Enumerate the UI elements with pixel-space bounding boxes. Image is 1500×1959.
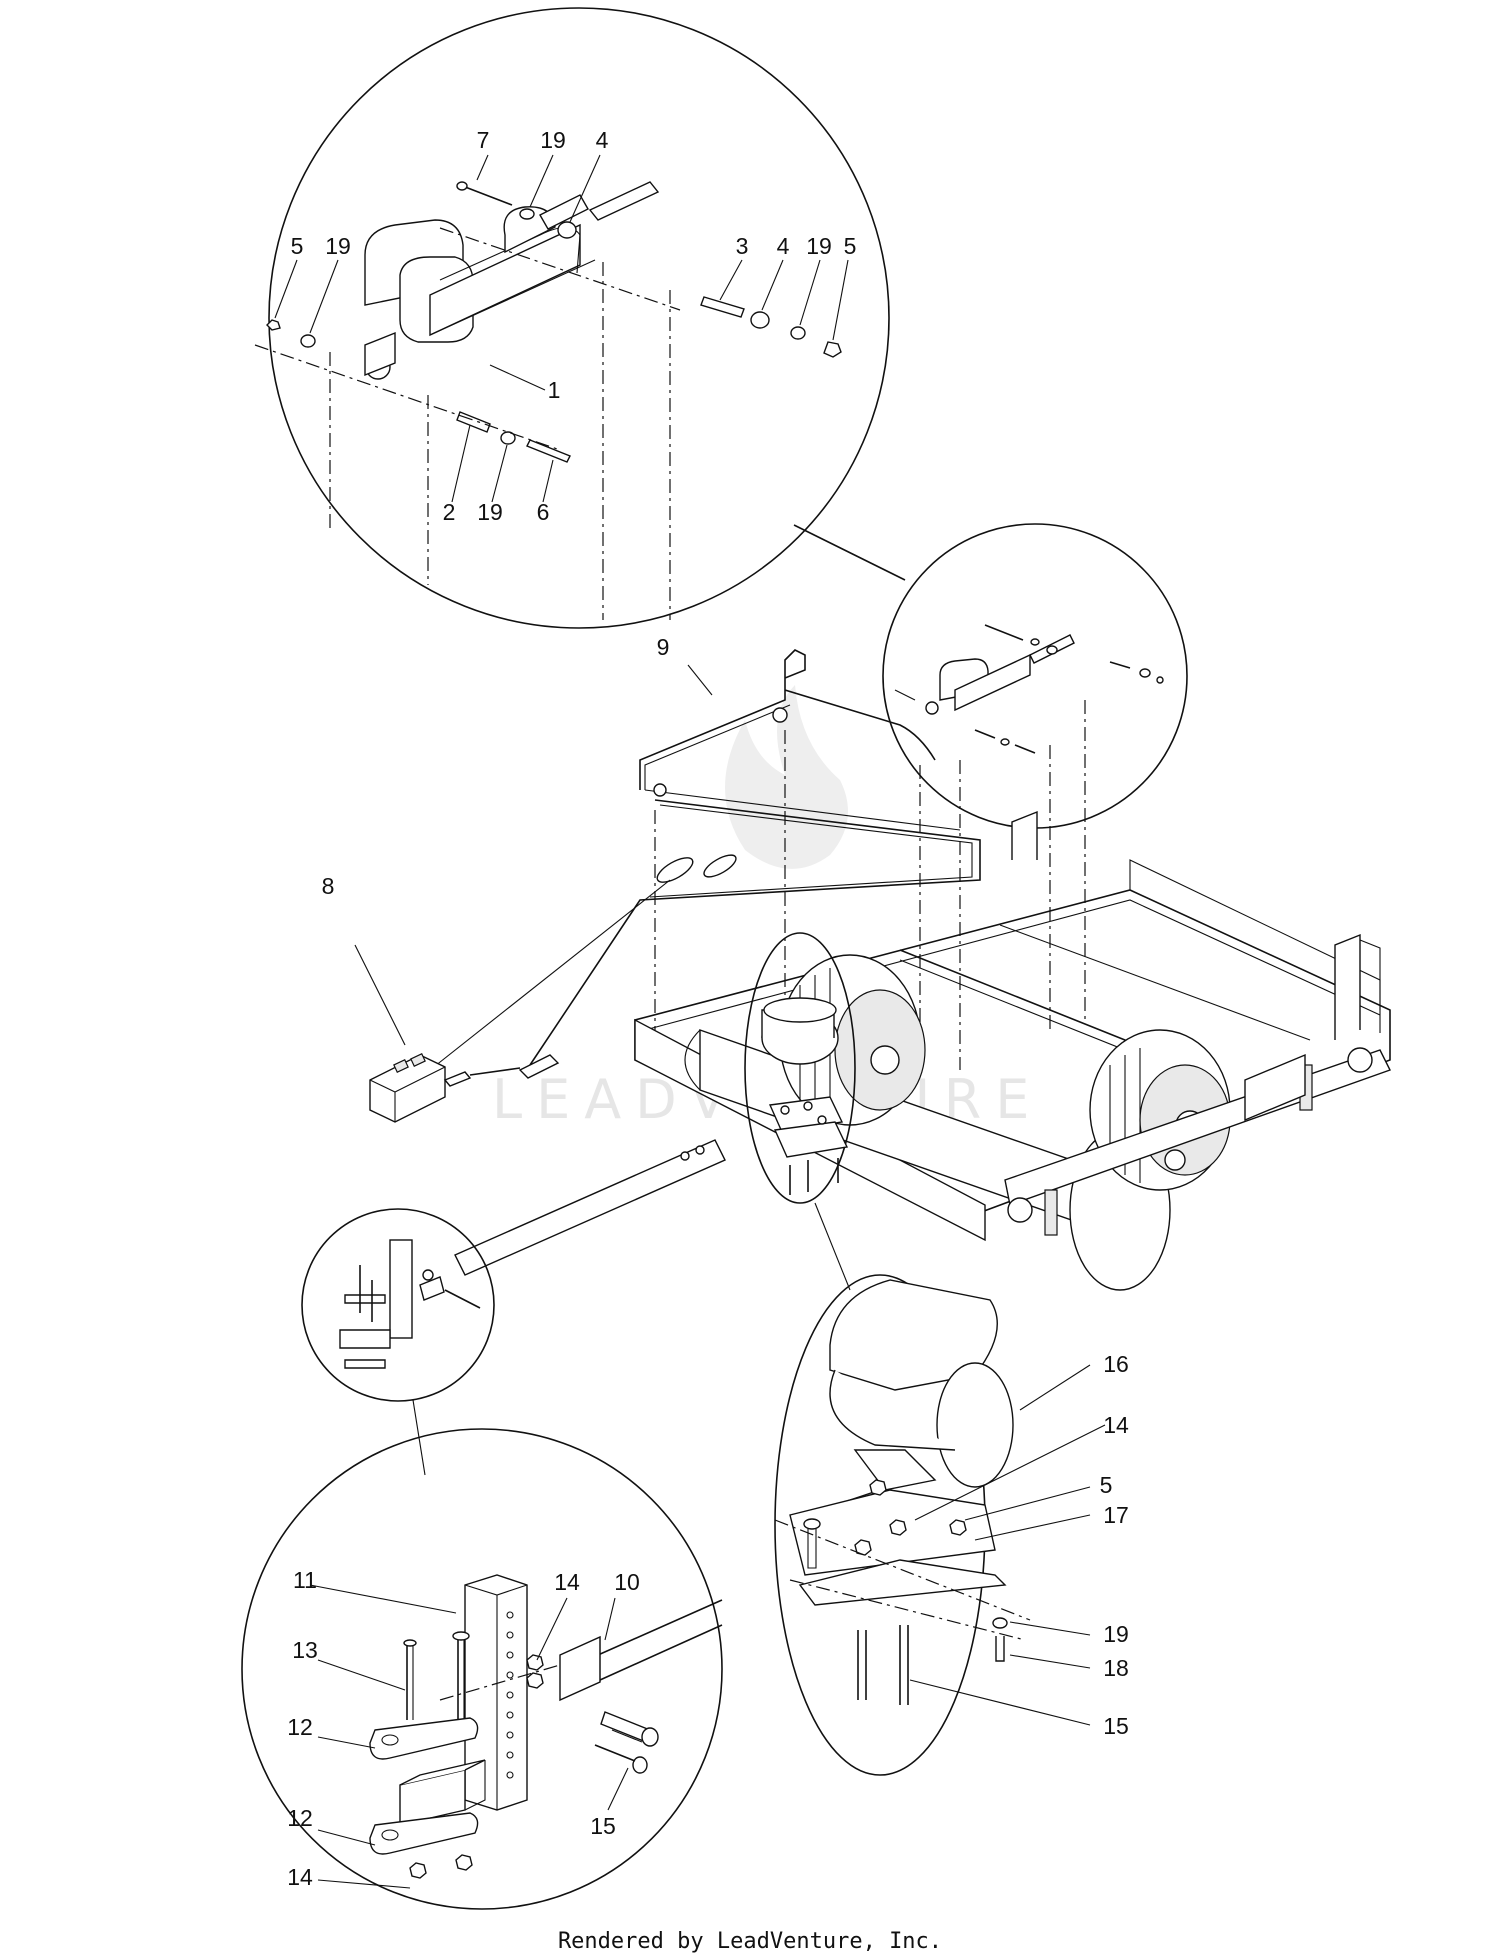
callout-15-motor: 15	[1103, 1713, 1129, 1739]
tow-bar	[454, 1139, 726, 1276]
callout-3: 3	[736, 233, 749, 259]
callout-7-top: 7	[477, 127, 490, 153]
callout-14-hitch-bottom: 14	[287, 1864, 313, 1890]
callout-5-left: 5	[291, 233, 304, 259]
callout-5-right: 5	[844, 233, 857, 259]
callout-14-hitch-top: 14	[554, 1569, 580, 1595]
callout-19-right: 19	[806, 233, 832, 259]
hitch-small-circle	[301, 1208, 495, 1476]
callout-12-upper: 12	[287, 1714, 313, 1740]
callout-14-motor: 14	[1103, 1412, 1129, 1438]
callout-19-left: 19	[325, 233, 351, 259]
callout-2: 2	[443, 499, 456, 525]
motor-large-oval	[774, 1274, 1106, 1776]
callout-18: 18	[1103, 1655, 1129, 1681]
callout-6: 6	[537, 499, 550, 525]
callout-15-hitch: 15	[590, 1813, 616, 1839]
callout-10: 10	[614, 1569, 640, 1595]
callout-11: 11	[293, 1567, 317, 1593]
right-pin-hardware	[700, 296, 842, 358]
callout-17: 17	[1103, 1502, 1129, 1528]
callout-19-motor: 19	[1103, 1621, 1129, 1647]
hitch-large-circle	[241, 1428, 723, 1910]
wiring-harness	[429, 649, 981, 1079]
actuator-part	[364, 181, 660, 380]
bottom-pin-hardware	[456, 411, 571, 463]
callout-19-top: 19	[540, 127, 566, 153]
callout-8: 8	[322, 873, 335, 899]
actuator-detail-circle	[254, 7, 906, 629]
callout-12-lower: 12	[287, 1805, 313, 1831]
callout-labels: 7 19 4 5 19 3 4 19 5 1 2 19 6 9 8 16 14 …	[287, 127, 1129, 1890]
top-pin-hardware	[456, 181, 577, 239]
callout-1: 1	[548, 377, 561, 403]
callout-5-motor: 5	[1100, 1472, 1113, 1498]
callout-9: 9	[657, 634, 670, 660]
callout-13: 13	[292, 1637, 318, 1663]
callout-16: 16	[1103, 1351, 1129, 1377]
left-nut-washer	[266, 319, 316, 348]
callout-4-right: 4	[777, 233, 790, 259]
footer-credit: Rendered by LeadVenture, Inc.	[558, 1929, 942, 1954]
callout-19-bottom: 19	[477, 499, 503, 525]
actuator-small-circle	[882, 523, 1188, 1080]
post-holes	[506, 1611, 514, 1779]
callout-4-top: 4	[596, 127, 609, 153]
roller-cart	[634, 810, 1391, 1291]
hand-controller	[354, 944, 521, 1123]
motor-oval-detail	[744, 932, 856, 1291]
